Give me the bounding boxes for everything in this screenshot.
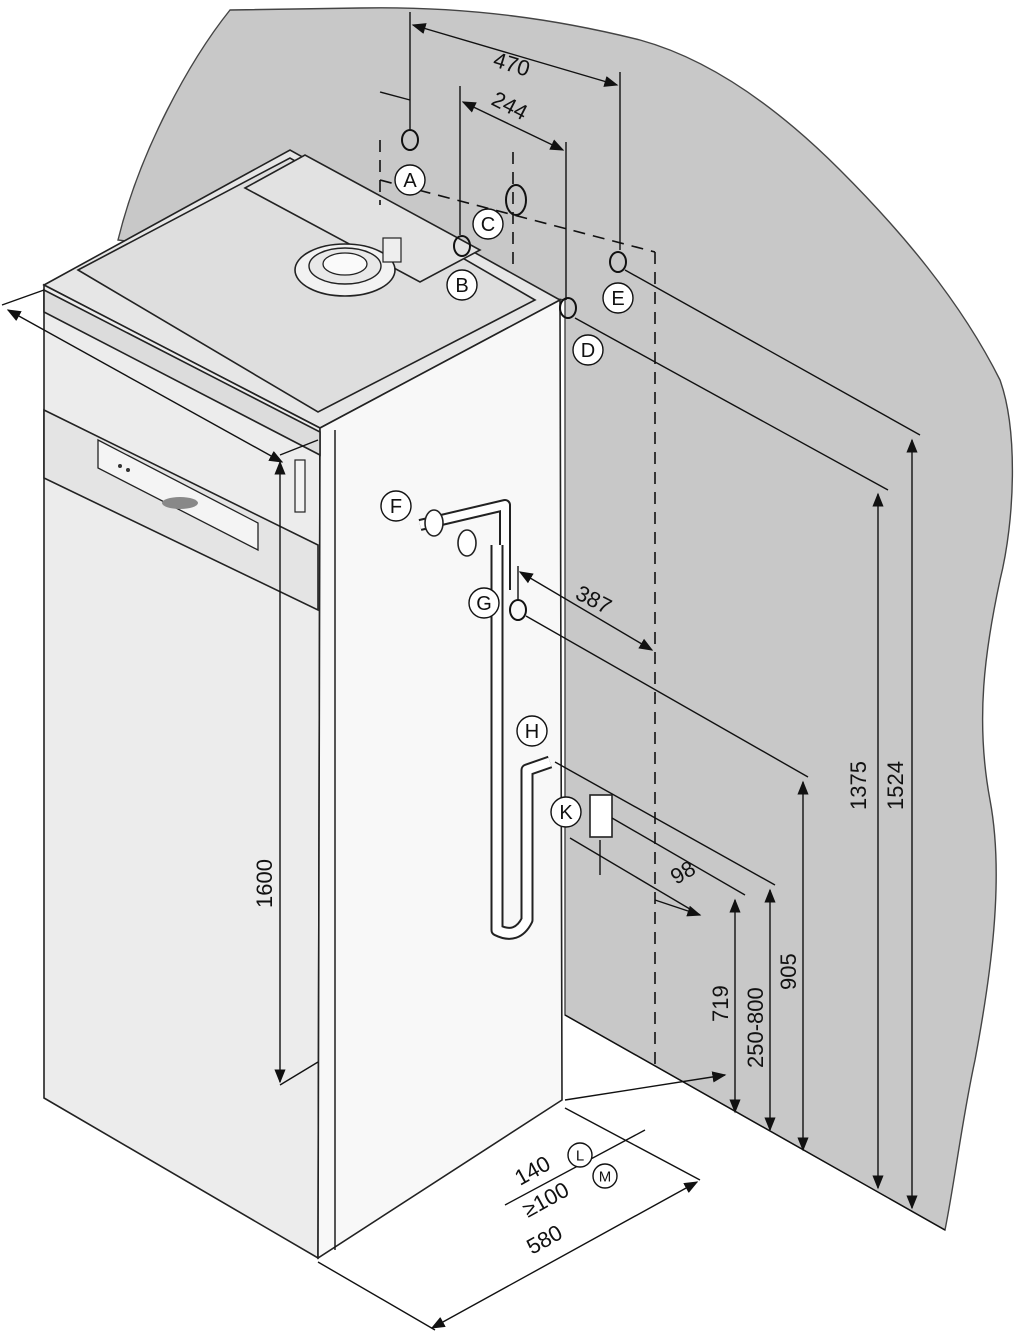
flue-inner	[322, 252, 368, 276]
dim-text-719: 719	[708, 985, 733, 1022]
ext-1600-bottom	[279, 1061, 319, 1086]
pipe-h-loop-inner	[492, 545, 552, 938]
dim-line-470	[411, 23, 619, 87]
dim-text-1524: 1524	[883, 761, 908, 810]
callout-l-text: L	[576, 1148, 584, 1165]
ext-905	[525, 615, 809, 778]
ext-719	[611, 817, 746, 896]
dim-text-905: 905	[776, 953, 801, 990]
brand-logo	[162, 497, 198, 509]
dashed-ref-top	[379, 179, 656, 253]
ext-580-right	[564, 1107, 701, 1181]
dim-text-1600: 1600	[252, 859, 277, 908]
indicator-led	[118, 464, 122, 468]
dim-text-1375: 1375	[846, 761, 871, 810]
ext-1524	[624, 269, 921, 436]
ext-600-left	[1, 289, 45, 306]
opening-d	[559, 297, 577, 319]
callout-h: H	[516, 715, 548, 747]
dim-line-140	[564, 1071, 727, 1101]
callout-l: L	[567, 1142, 593, 1168]
callout-b-text: B	[455, 275, 468, 297]
ext-600-right	[279, 439, 319, 456]
dim-line-98	[569, 837, 701, 916]
dim-text-250-800: 250-800	[743, 987, 768, 1068]
callout-f: F	[380, 490, 412, 522]
pipe-f-end-2	[457, 529, 477, 557]
callout-c-text: C	[481, 214, 495, 236]
dim-text-580: 580	[522, 1220, 566, 1260]
callout-b: B	[446, 269, 478, 301]
dim-98-arrow	[654, 899, 702, 917]
ext-1375	[574, 317, 889, 491]
floor-line	[564, 1014, 946, 1231]
dim-line-387	[518, 571, 654, 651]
ext-250-800	[554, 761, 776, 886]
callout-d-text: D	[581, 340, 595, 362]
dim-line-100	[504, 1129, 646, 1206]
callout-g: G	[468, 587, 500, 619]
callout-labels: A B C D E F G H	[380, 164, 634, 1189]
callout-m: M	[592, 1163, 618, 1189]
callout-g-text: G	[476, 593, 492, 615]
reference-lines	[379, 140, 656, 1068]
junction-box-k	[589, 794, 613, 838]
pipe-f-end-1	[424, 509, 444, 537]
callout-e: E	[602, 282, 634, 314]
dim-line-244	[461, 101, 565, 151]
callout-k: K	[550, 796, 582, 828]
dimension-lines	[1, 12, 946, 1331]
indicator-led	[126, 468, 130, 472]
opening-e	[609, 251, 627, 273]
callout-a: A	[394, 164, 426, 196]
dim-line-600	[6, 309, 284, 463]
ext-580-left	[317, 1261, 436, 1331]
dim-line-580	[430, 1181, 699, 1329]
callout-e-text: E	[611, 288, 624, 310]
callout-c: C	[472, 208, 504, 240]
callout-k-text: K	[559, 802, 573, 824]
pipe-connections	[418, 499, 613, 940]
flue-stub	[382, 237, 402, 263]
boiler-unit	[42, 149, 563, 1260]
pipe-f-g-inner	[419, 501, 509, 590]
side-slot	[294, 459, 306, 513]
callout-m-text: M	[599, 1169, 612, 1186]
callout-a-text: A	[403, 170, 417, 192]
callout-h-text: H	[525, 721, 539, 743]
opening-b	[453, 235, 471, 257]
callout-f-text: F	[390, 496, 402, 518]
callout-d: D	[572, 334, 604, 366]
ext-a-stub	[379, 91, 411, 101]
